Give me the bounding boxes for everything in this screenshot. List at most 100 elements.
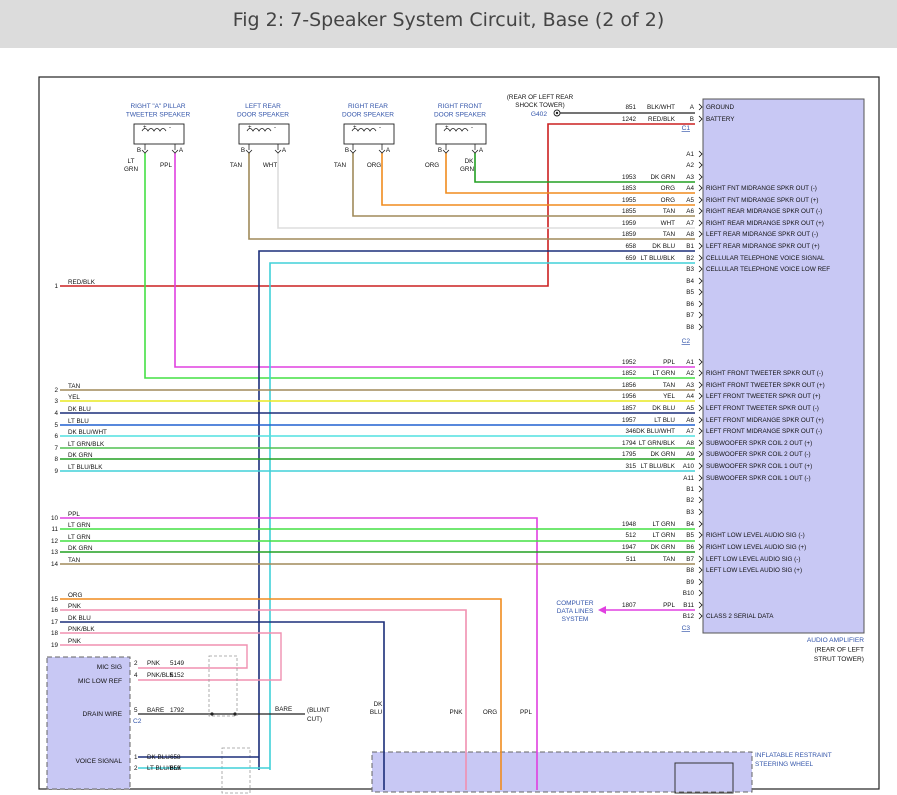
pin-chevron <box>698 265 703 273</box>
wire-color-label: DK BLU <box>652 405 675 412</box>
module-pin: 2 <box>134 660 138 667</box>
amp-pin-B9: B9 <box>686 579 694 586</box>
amp-pin-A8: A8 <box>686 231 694 238</box>
amp-pin-A4: A4 <box>686 185 694 192</box>
wire-color-label: TAN <box>663 556 676 563</box>
ground-location: (REAR OF LEFT REAR <box>507 94 574 101</box>
amp-pin-A2: A2 <box>686 370 694 377</box>
pin-chevron <box>698 207 703 215</box>
pin-chevron <box>698 555 703 563</box>
amp-pin-B10: B10 <box>683 590 695 597</box>
ground-id: G402 <box>531 111 547 118</box>
circuit-number: 1956 <box>622 393 637 400</box>
pin-a: A <box>386 147 391 154</box>
splice-dot <box>233 712 237 716</box>
amp-signal-label: LEFT FRONT TWEETER SPKR OUT (+) <box>706 393 820 400</box>
left-wire-16 <box>60 609 467 790</box>
speaker-name: RIGHT FRONT <box>438 103 482 110</box>
wire-color-label: ORG <box>661 185 675 192</box>
wire-color-label: LT GRN/BLK <box>68 441 105 448</box>
speaker-legs <box>445 144 476 150</box>
wire-color-label: PNK <box>147 660 161 667</box>
plus-sign: + <box>353 125 357 131</box>
wire-color-label: ORG <box>68 592 82 599</box>
pin-b: B <box>438 147 442 154</box>
wire-color-label: DK GRN <box>651 451 676 458</box>
minus-sign: - <box>471 125 473 131</box>
wire-number: 13 <box>51 549 59 556</box>
circuit-number: 658 <box>625 243 636 250</box>
circuit-number: 315 <box>625 463 636 470</box>
pin-chevron <box>698 150 703 158</box>
pin-chevron <box>698 450 703 458</box>
wire-color-label: TAN <box>663 231 676 238</box>
wire-number: 8 <box>54 456 58 463</box>
circuit-number: 1957 <box>622 417 637 424</box>
amp-pin-B6: B6 <box>686 301 694 308</box>
wire-color-label: ORG <box>367 162 381 169</box>
wire-color-label: DK BLU <box>68 615 91 622</box>
wire-color-label: LT BLU <box>68 418 89 425</box>
circuit-number: 1855 <box>622 208 637 215</box>
amp-pin-B7: B7 <box>686 312 694 319</box>
speaker-name: LEFT REAR <box>245 103 281 110</box>
pin-chevron <box>698 520 703 528</box>
amp-pin-A9: A9 <box>686 451 694 458</box>
wire-number: 4 <box>54 410 58 417</box>
amp-signal-label: SUBWOOFER SPKR COIL 1 OUT (+) <box>706 463 812 470</box>
pin-chevron <box>245 149 253 154</box>
pin-a: A <box>479 147 484 154</box>
minus-sign: - <box>169 125 171 131</box>
speaker-name: DOOR SPEAKER <box>342 112 394 119</box>
wire-color-label: LT BLU/BLK <box>68 464 103 471</box>
wire-number: 10 <box>51 515 59 522</box>
amp-pin-A7: A7 <box>686 428 694 435</box>
minus-sign: - <box>379 125 381 131</box>
amp-pin-B2: B2 <box>686 255 694 262</box>
connector-label-c2: C2 <box>682 338 691 345</box>
circuit-number: 1795 <box>622 451 637 458</box>
wire-number: 3 <box>54 398 58 405</box>
wire-color-label: LT GRN <box>68 522 91 529</box>
wire-color-label: RED/BLK <box>68 279 96 286</box>
circuit-number: 1959 <box>622 220 637 227</box>
wire-color-label: DK GRN <box>651 544 676 551</box>
pin-chevron <box>698 173 703 181</box>
pin-chevron <box>698 404 703 412</box>
pin-chevron <box>698 439 703 447</box>
pin-chevron <box>698 369 703 377</box>
amp-signal-label: RIGHT FNT MIDRANGE SPKR OUT (-) <box>706 185 817 192</box>
pin-a: A <box>179 147 184 154</box>
pin-chevron <box>698 323 703 331</box>
amp-pin-A3: A3 <box>686 174 694 181</box>
wire-color-label: LT GRN <box>652 532 675 539</box>
wire-number: 16 <box>51 607 59 614</box>
lrd-a-wire <box>277 153 695 229</box>
pin-chevron <box>698 566 703 574</box>
wire-color-label: DK BLU/WHT <box>68 429 107 436</box>
circuit-number: 1857 <box>622 405 637 412</box>
wire-color-label: LT GRN <box>652 521 675 528</box>
module-pin-label: MIC LOW REF <box>78 678 122 685</box>
amp-pin-B4: B4 <box>686 278 694 285</box>
wire-number: 17 <box>51 619 59 626</box>
pin-chevron <box>698 392 703 400</box>
wire-color-label: DK GRN <box>651 174 676 181</box>
wire-number: 7 <box>54 445 58 452</box>
circuit-number: 1859 <box>622 231 637 238</box>
pin-chevron <box>471 149 479 154</box>
speaker-name: DOOR SPEAKER <box>434 112 486 119</box>
module-pin: 5 <box>134 707 138 714</box>
amp-signal-label: LEFT FRONT MIDRANGE SPKR OUT (-) <box>706 428 822 435</box>
pin-chevron <box>698 427 703 435</box>
amp-signal-label: LEFT FRONT TWEETER SPKR OUT (-) <box>706 405 819 412</box>
coil-icon <box>141 128 167 132</box>
pin-chevron <box>698 381 703 389</box>
wire-color-label: LT GRN/BLK <box>639 440 676 447</box>
amp-pin-A8: A8 <box>686 440 694 447</box>
circuit-number: 1853 <box>622 185 637 192</box>
amp-signal-label: RIGHT LOW LEVEL AUDIO SIG (-) <box>706 532 805 539</box>
pin-chevron <box>698 543 703 551</box>
